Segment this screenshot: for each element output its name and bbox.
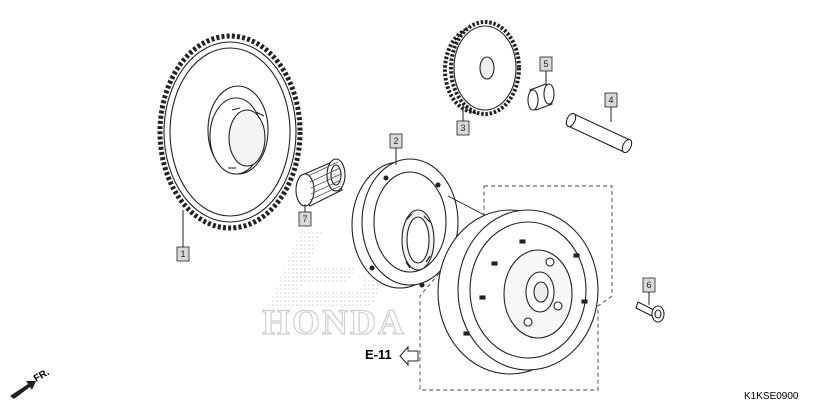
callout-label-1: 1 bbox=[180, 249, 185, 259]
callout-7: 7 bbox=[298, 204, 312, 227]
shaft bbox=[565, 112, 633, 154]
bolt bbox=[635, 301, 665, 323]
reference-e11[interactable]: E-11 bbox=[365, 345, 419, 367]
arrow-left-icon bbox=[399, 345, 419, 367]
front-indicator: FR. bbox=[10, 367, 52, 399]
diagram-code: K1KSE0900 bbox=[744, 391, 799, 402]
flywheel bbox=[437, 209, 599, 375]
callout-1: 1 bbox=[176, 210, 190, 262]
callout-label-3: 3 bbox=[460, 123, 465, 133]
callout-6: 6 bbox=[642, 277, 656, 305]
callout-4: 4 bbox=[604, 92, 618, 122]
callout-3: 3 bbox=[456, 108, 470, 136]
callout-label-5: 5 bbox=[543, 59, 548, 69]
bushing bbox=[527, 83, 555, 111]
watermark-text: HONDA bbox=[262, 302, 406, 342]
reduction-gear bbox=[443, 20, 521, 116]
needle-bearing bbox=[295, 158, 346, 207]
callout-label-4: 4 bbox=[608, 95, 613, 105]
callout-label-6: 6 bbox=[646, 280, 651, 290]
assembly-boundary bbox=[419, 185, 613, 391]
callout-5: 5 bbox=[539, 56, 553, 84]
starter-clutch-outer bbox=[351, 158, 459, 289]
honda-watermark: HONDA bbox=[261, 232, 406, 343]
reference-label[interactable]: E-11 bbox=[365, 347, 392, 362]
front-arrow-icon bbox=[10, 381, 36, 399]
callout-label-7: 7 bbox=[302, 214, 307, 224]
callout-label-2: 2 bbox=[393, 136, 398, 146]
callout-2: 2 bbox=[389, 133, 403, 165]
front-label: FR. bbox=[32, 367, 52, 385]
large-gear bbox=[157, 33, 303, 231]
